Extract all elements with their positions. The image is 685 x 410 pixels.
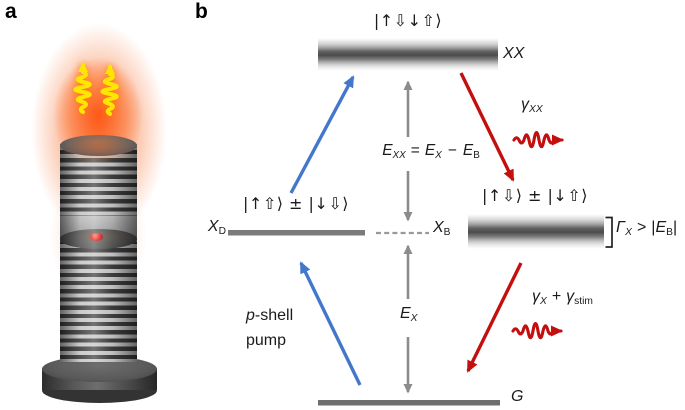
xb-level-label: XB bbox=[433, 219, 451, 238]
xx-level-bar bbox=[318, 38, 498, 71]
pillar-top-glow-tint bbox=[58, 130, 139, 164]
pillar-top-facet bbox=[60, 135, 137, 156]
x-level-bar bbox=[468, 214, 604, 249]
photon-wave-x-icon bbox=[513, 324, 561, 338]
xx-state-ket: |↑⇩↓⇧⟩ bbox=[373, 11, 443, 30]
ex-energy-label: EX bbox=[400, 305, 418, 324]
ground-level-bar bbox=[318, 400, 500, 406]
gamma-x-stim-label: γX+γstim bbox=[532, 288, 593, 307]
emission-arrow-xx-to-x bbox=[459, 72, 515, 182]
pump-arrow-ground-to-xd bbox=[299, 261, 362, 386]
ground-level-label: G bbox=[511, 388, 524, 405]
linewidth-condition-label: ΓX>|EB| bbox=[616, 219, 678, 238]
emission-arrow-x-to-ground bbox=[466, 262, 523, 373]
pillar-shading bbox=[60, 144, 137, 362]
gamma-xx-label: γXX bbox=[521, 96, 543, 115]
xd-state-ket: |↑⇧⟩ ± |↓⇩⟩ bbox=[243, 194, 349, 213]
xx-level-label: XX bbox=[503, 45, 525, 62]
x-state-ket: |↑⇩⟩ ± |↓⇧⟩ bbox=[482, 186, 588, 205]
binding-energy-equation: EXX=EX−EB bbox=[382, 142, 480, 161]
linewidth-bracket bbox=[605, 216, 613, 248]
panel-b-label: b bbox=[195, 0, 208, 23]
pump-arrow-xd-to-xx bbox=[289, 75, 355, 194]
xd-level-bar bbox=[228, 230, 365, 236]
xd-level-label: XD bbox=[207, 218, 226, 237]
